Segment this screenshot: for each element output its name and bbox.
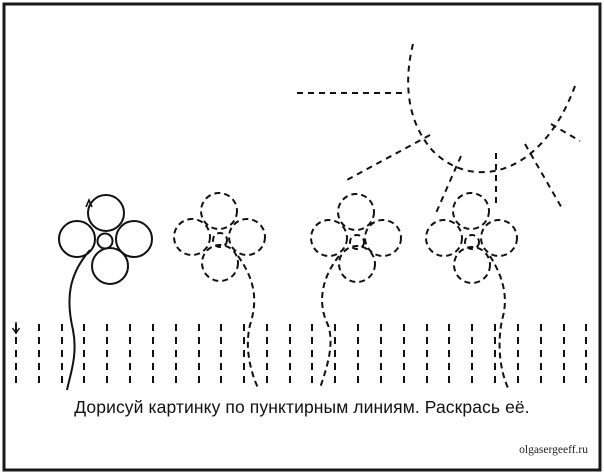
petal-right: [115, 220, 153, 258]
flower-solid: [58, 194, 153, 391]
petal-bottom: [453, 246, 491, 284]
stem: [489, 255, 509, 389]
sun-ray: [435, 155, 462, 214]
petal-left: [58, 220, 96, 258]
fence: [15, 324, 587, 388]
flower-dashed-3: [310, 193, 402, 389]
sun-ray: [550, 123, 581, 142]
flower-dashed-2: [173, 192, 266, 389]
petal-right: [480, 219, 518, 257]
sun-ray: [344, 134, 431, 182]
petal-top: [200, 192, 238, 230]
stem: [319, 255, 340, 389]
fence-start-arrow-icon: [11, 322, 21, 335]
stem: [66, 249, 91, 391]
sun-outline: [297, 43, 581, 214]
petal-left: [310, 219, 348, 257]
petal-left: [425, 219, 463, 257]
start-arrow-icon: [85, 197, 93, 208]
stem: [237, 255, 259, 389]
flower-dashed-4: [425, 192, 518, 389]
petal-right: [364, 219, 402, 257]
petal-bottom: [201, 244, 239, 282]
petal-right: [228, 218, 266, 256]
petal-top: [452, 192, 490, 230]
instruction-text: Дорисуй картинку по пунктирным линиям. Р…: [74, 397, 530, 417]
petal-bottom: [91, 247, 129, 285]
petal-top: [87, 194, 125, 232]
flower-center: [212, 232, 228, 248]
petal-left: [173, 218, 211, 256]
sun-ray: [524, 143, 564, 211]
sun-arc: [407, 43, 576, 174]
credit-text: olgasergeeff.ru: [519, 444, 588, 456]
flower-center: [349, 234, 365, 250]
petal-bottom: [338, 245, 376, 283]
flower-center: [96, 232, 114, 250]
flower-center: [464, 234, 480, 250]
petal-top: [337, 193, 375, 231]
